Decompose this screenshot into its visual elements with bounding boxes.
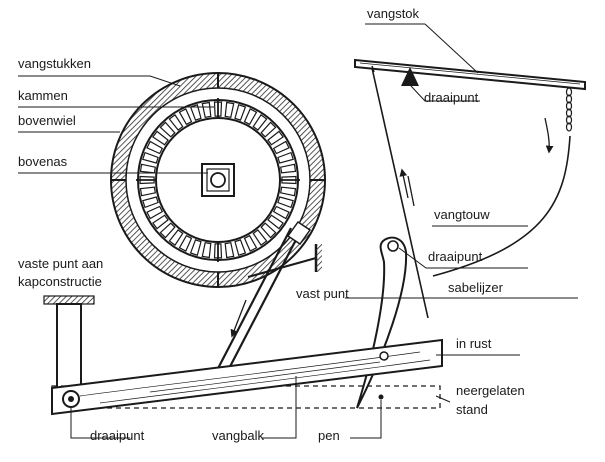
cog-tooth bbox=[142, 151, 159, 164]
label-bovenas: bovenas bbox=[18, 154, 68, 169]
leader-lines bbox=[18, 23, 578, 439]
sabre-iron bbox=[356, 236, 408, 409]
cog-tooth bbox=[146, 205, 164, 220]
cog-tooth bbox=[224, 101, 235, 118]
cog-tooth bbox=[152, 130, 169, 146]
cog-tooth bbox=[146, 140, 164, 155]
cog-tooth bbox=[159, 121, 176, 138]
label-vangstok: vangstok bbox=[367, 6, 420, 21]
cog-tooth bbox=[201, 242, 212, 259]
cog-tooth bbox=[272, 140, 290, 155]
label-bovenwiel: bovenwiel bbox=[18, 113, 76, 128]
chain bbox=[565, 87, 573, 132]
chain-link bbox=[565, 122, 573, 132]
pen-pin bbox=[378, 394, 384, 400]
cog-tooth bbox=[189, 104, 202, 121]
label-vaste-punt-line2: kapconstructie bbox=[18, 274, 102, 289]
label-neergelaten-line1: neergelaten bbox=[456, 383, 525, 398]
ceiling-fixed-point bbox=[43, 295, 95, 391]
pivot-triangle bbox=[401, 67, 419, 86]
label-vaste-punt-line1: vaste punt aan bbox=[18, 256, 104, 271]
cog-tooth bbox=[201, 101, 212, 118]
label-draaipunt-top: draaipunt bbox=[424, 90, 479, 105]
label-vast-punt: vast punt bbox=[296, 286, 349, 301]
chain-link bbox=[565, 108, 573, 118]
cog-tooth bbox=[243, 234, 258, 252]
cog-tooth bbox=[178, 108, 193, 126]
brake-rope bbox=[371, 67, 571, 319]
upper-wheel bbox=[110, 72, 326, 288]
cog-tooth bbox=[277, 151, 294, 164]
cog-tooth bbox=[260, 121, 277, 138]
cog-tooth bbox=[168, 229, 184, 246]
cog-tooth bbox=[178, 234, 193, 252]
brake-rod bbox=[212, 220, 312, 383]
cog-tooth bbox=[267, 130, 284, 146]
beam-at-rest bbox=[51, 338, 443, 416]
cog-tooth bbox=[139, 186, 156, 197]
cog-tooth bbox=[252, 229, 268, 246]
cog-tooth bbox=[280, 163, 297, 174]
cog-tooth bbox=[267, 214, 284, 230]
wheel-spokes bbox=[136, 98, 300, 262]
cog-tooth bbox=[224, 242, 235, 259]
label-draaipunt-mid: draaipunt bbox=[428, 249, 483, 264]
cog-tooth bbox=[234, 104, 247, 121]
chain-link bbox=[565, 101, 573, 111]
cog-tooth bbox=[234, 239, 247, 256]
cog-tooth bbox=[277, 196, 294, 209]
label-vangbalk: vangbalk bbox=[212, 428, 265, 443]
cog-tooth bbox=[272, 205, 290, 220]
cog-tooth bbox=[142, 196, 159, 209]
label-pen: pen bbox=[318, 428, 340, 443]
label-vangtouw: vangtouw bbox=[434, 207, 490, 222]
cog-tooth bbox=[252, 114, 268, 131]
cog-tooth bbox=[280, 186, 297, 197]
wood-grain bbox=[79, 351, 431, 404]
label-kammen: kammen bbox=[18, 88, 68, 103]
cog-tooth bbox=[189, 239, 202, 256]
axle-hole bbox=[210, 172, 226, 188]
cog-tooth bbox=[260, 222, 277, 239]
cog-tooth bbox=[139, 163, 156, 174]
cog-tooth bbox=[168, 114, 184, 131]
cog-tooth bbox=[159, 222, 176, 239]
chain-link bbox=[565, 94, 573, 104]
label-sabelijzer: sabelijzer bbox=[448, 280, 503, 295]
cog-tooth bbox=[152, 214, 169, 230]
brake-block-joints bbox=[111, 73, 325, 287]
label-draaipunt-bottom: draaipunt bbox=[90, 428, 145, 443]
brake-stick bbox=[354, 58, 586, 132]
chain-link bbox=[565, 87, 573, 97]
label-in-rust: in rust bbox=[456, 336, 492, 351]
cog-tooth bbox=[243, 108, 258, 126]
label-vangstukken: vangstukken bbox=[18, 56, 91, 71]
label-neergelaten-line2: stand bbox=[456, 402, 488, 417]
brake-beam bbox=[51, 338, 443, 416]
chain-link bbox=[565, 115, 573, 125]
